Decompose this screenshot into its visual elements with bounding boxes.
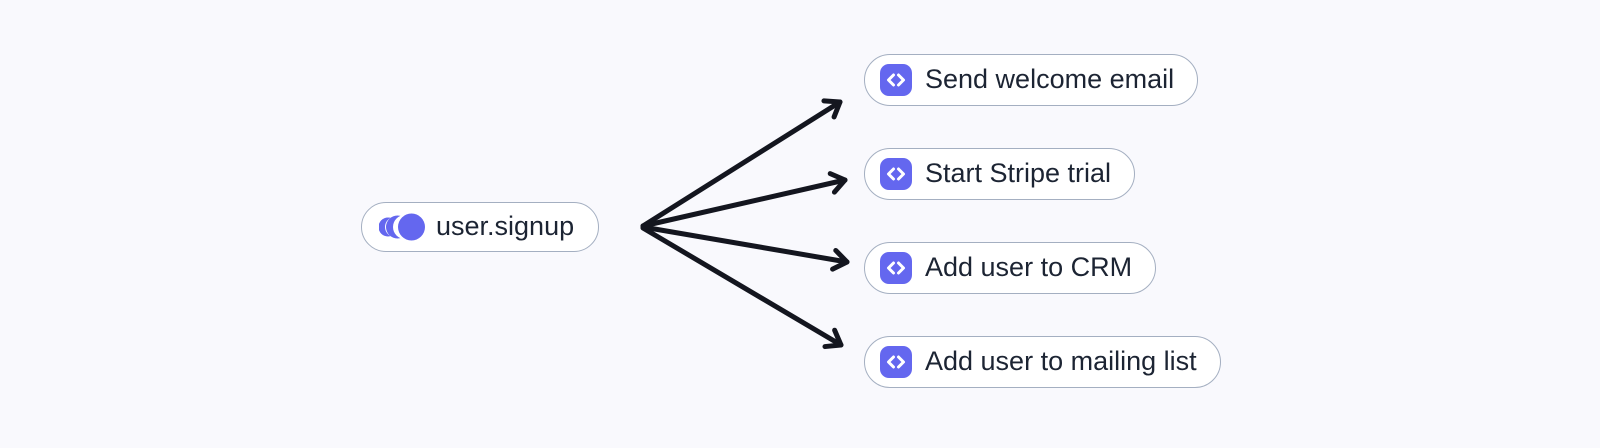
action-label: Start Stripe trial	[925, 157, 1112, 188]
action-label: Send welcome email	[925, 63, 1175, 94]
code-icon	[880, 158, 912, 190]
code-icon	[880, 346, 912, 378]
trigger-label: user.signup	[436, 210, 575, 241]
event-signal-icon	[379, 213, 425, 241]
node-action-add-user-to-crm: Add user to CRM	[864, 242, 1157, 294]
node-trigger-user-signup: user.signup	[361, 202, 600, 252]
edge-trigger-to-action-2	[640, 171, 848, 229]
code-icon	[880, 252, 912, 284]
action-label: Add user to CRM	[925, 251, 1133, 282]
edge-trigger-to-action-1	[640, 98, 843, 229]
edge-trigger-to-action-4	[640, 225, 844, 350]
node-action-send-welcome-email: Send welcome email	[864, 54, 1199, 106]
node-action-start-stripe-trial: Start Stripe trial	[864, 148, 1136, 200]
code-icon	[880, 64, 912, 96]
node-action-add-user-to-mailing-list: Add user to mailing list	[864, 336, 1221, 388]
action-label: Add user to mailing list	[925, 345, 1197, 376]
edge-trigger-to-action-3	[640, 224, 850, 272]
